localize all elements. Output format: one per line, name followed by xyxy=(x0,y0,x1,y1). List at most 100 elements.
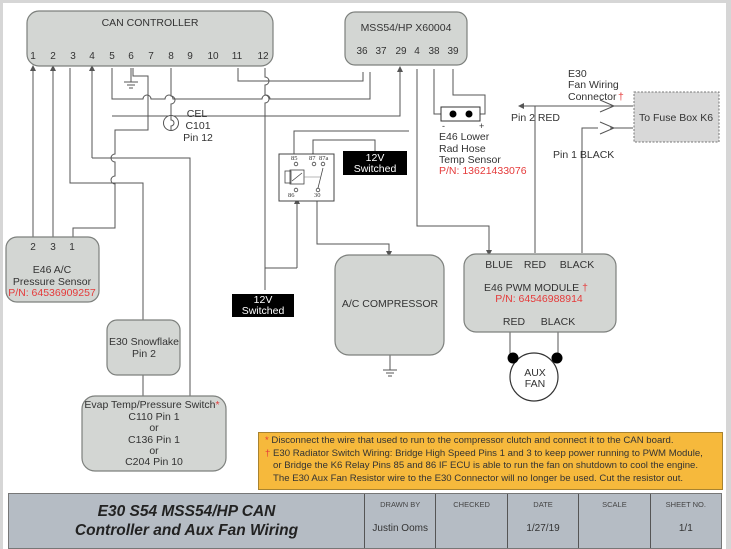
note-4: The E30 Aux Fan Resistor wire to the E30… xyxy=(265,473,716,486)
snowflake-line2: Pin 2 xyxy=(132,348,156,360)
mss54-pins: 36 37 29 4 38 39 xyxy=(356,46,459,57)
note-2: † E30 Radiator Switch Wiring: Bridge Hig… xyxy=(265,448,716,461)
can-pin-6: 6 xyxy=(128,51,134,62)
wire-can4-evap xyxy=(92,157,191,398)
ac-compressor: A/C COMPRESSOR xyxy=(334,254,445,356)
relay: 85 87 87a 86 30 xyxy=(278,153,335,202)
fan-pin1-label: Pin 1 BLACK xyxy=(553,149,614,161)
pwm-out-black: BLACK xyxy=(541,316,575,328)
wire-mss29 xyxy=(112,66,403,117)
evap-line5: C204 Pin 10 xyxy=(125,456,183,468)
evap-line1: C110 Pin 1 xyxy=(128,411,179,423)
wire-can5-mss36 xyxy=(111,68,371,100)
wire-acsensor1-can7 xyxy=(72,68,149,240)
mss-pin-37: 37 xyxy=(375,46,387,57)
ac-sensor-line2: Pressure Sensor xyxy=(13,276,92,288)
can-controller-title: CAN CONTROLLER xyxy=(102,17,199,29)
can-pin-3: 3 xyxy=(70,51,76,62)
evap-switch: Evap Temp/Pressure Switch* C110 Pin 1 or… xyxy=(81,395,227,472)
aux-fan: AUX FAN xyxy=(507,352,563,402)
wire-can12-12v xyxy=(264,68,270,290)
can-pin-12: 12 xyxy=(257,51,269,62)
can-pin-1: 1 xyxy=(30,51,36,62)
snowflake-switch: E30 Snowflake Pin 2 xyxy=(106,319,181,376)
pwm-part-number: P/N: 64546988914 xyxy=(495,293,583,305)
drawing-title-line2: Controller and Aux Fan Wiring xyxy=(74,522,299,539)
cel-lamp: CEL C101 Pin 12 xyxy=(163,108,213,144)
tb-scale-header: SCALE xyxy=(602,500,627,509)
evap-line4: or xyxy=(149,445,159,457)
sensor-part-number: P/N: 13621433076 xyxy=(439,165,527,177)
note-2-text: E30 Radiator Switch Wiring: Bridge High … xyxy=(273,447,703,459)
can-controller-box xyxy=(26,10,274,67)
ground-icon-can xyxy=(124,81,138,89)
cel-line1: CEL xyxy=(187,108,208,120)
drawing-title: E30 S54 MSS54/HP CAN Controller and Aux … xyxy=(9,494,365,548)
sensor-minus: - xyxy=(442,121,445,131)
cel-line2: C101 xyxy=(185,120,210,132)
switched-top-line2: Switched xyxy=(354,163,397,175)
pwm-module-box xyxy=(463,253,617,333)
compressor-box xyxy=(334,254,445,356)
can-pin-2: 2 xyxy=(50,51,56,62)
compressor-label: A/C COMPRESSOR xyxy=(342,298,439,310)
wire-pwm-red xyxy=(518,103,536,253)
aux-fan-line2: FAN xyxy=(525,378,545,390)
can-pin-7: 7 xyxy=(148,51,154,62)
switched-12v-bottom: 12V Switched xyxy=(232,294,294,317)
pwm-out-red: RED xyxy=(503,316,526,328)
note-3-text: or Bridge the K6 Relay Pins 85 and 86 IF… xyxy=(273,460,699,471)
mss-pin-39: 39 xyxy=(447,46,459,57)
can-controller: CAN CONTROLLER 1 2 3 4 5 6 7 8 9 10 11 1… xyxy=(26,10,274,67)
fan-connector-line2: Fan Wiring xyxy=(568,79,619,91)
wire-pwm-black xyxy=(581,127,598,253)
evap-line2: or xyxy=(149,422,159,434)
pwm-module: BLUE RED BLACK E46 PWM MODULE† P/N: 6454… xyxy=(463,253,617,333)
wire-can3-snowflake xyxy=(69,68,144,398)
note-1: * Disconnect the wire that used to run t… xyxy=(265,435,716,448)
sensor-line2: Rad Hose xyxy=(439,143,486,155)
sensor-plus: + xyxy=(479,121,484,131)
can-pin-11: 11 xyxy=(232,51,243,62)
relay-switch-icon xyxy=(317,167,324,189)
tb-date: DATE 1/27/19 xyxy=(508,494,580,548)
relay-pin-85: 85 xyxy=(291,155,298,162)
switched-top-line1: 12V xyxy=(366,152,385,164)
can-controller-pins: 1 2 3 4 5 6 7 8 9 10 11 12 xyxy=(30,51,269,62)
mss-pin-29: 29 xyxy=(395,46,407,57)
tb-sheet-header: SHEET NO. xyxy=(665,500,706,509)
mss54-box xyxy=(344,11,468,66)
pwm-title: E46 PWM MODULE† xyxy=(484,282,588,294)
fan-connector-marker: † xyxy=(618,91,624,103)
ac-sensor-line1: E46 A/C xyxy=(33,264,72,276)
fan-icon xyxy=(509,352,559,402)
evap-title: Evap Temp/Pressure Switch* xyxy=(84,399,219,411)
can-pin-8: 8 xyxy=(168,51,174,62)
tb-drawn-by-header: DRAWN BY xyxy=(380,500,421,509)
wire-relay30-compressor xyxy=(316,201,392,257)
note-1-symbol: * xyxy=(265,435,269,446)
wire-mss38-sensor xyxy=(433,69,441,115)
relay-pin-30: 30 xyxy=(314,192,321,199)
temp-sensor: - + E46 Lower Rad Hose Temp Sensor P/N: … xyxy=(439,106,527,177)
relay-pin-86: 86 xyxy=(288,192,295,199)
tb-drawn-by: DRAWN BY Justin Ooms xyxy=(365,494,437,548)
snowflake-box xyxy=(106,319,181,376)
fan-connector: E30 Fan Wiring Connector † Pin 2 RED Pin… xyxy=(511,68,624,161)
ac-sensor-pin-1: 1 xyxy=(69,242,75,253)
aux-fan-line1: AUX xyxy=(524,367,546,379)
tb-checked: CHECKED xyxy=(436,494,508,548)
evap-line3: C136 Pin 1 xyxy=(128,434,180,446)
fuse-box: To Fuse Box K6 xyxy=(633,91,720,143)
wire-relay87-12v xyxy=(310,139,376,158)
ac-sensor-part-number: P/N: 64536909257 xyxy=(8,287,96,299)
mss-pin-4: 4 xyxy=(414,46,420,57)
can-pin-5: 5 xyxy=(109,51,115,62)
can-pin-10: 10 xyxy=(207,51,219,62)
wire-mss39-sensor xyxy=(452,69,486,115)
sensor-line1: E46 Lower xyxy=(439,131,490,143)
pwm-marker: † xyxy=(582,282,588,294)
evap-switch-box xyxy=(81,395,227,472)
note-1-text: Disconnect the wire that used to run to … xyxy=(271,435,674,446)
